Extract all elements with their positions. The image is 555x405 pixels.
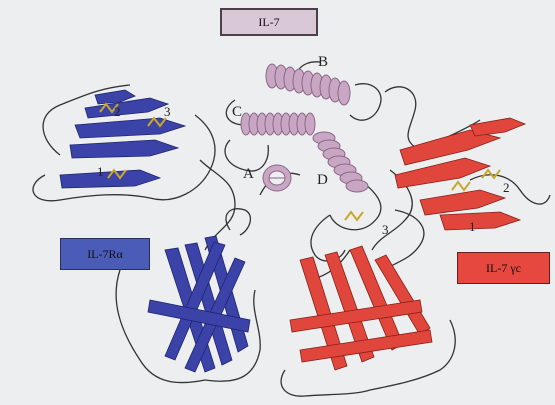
helix-b: [266, 64, 350, 105]
helix-label-c: C: [232, 104, 242, 121]
helix-label-b: B: [318, 54, 328, 71]
gamma-disulfide-1: [452, 182, 470, 190]
helix-label-a: A: [243, 166, 254, 183]
il7r-alpha-label: IL-7Rα: [87, 247, 123, 262]
alpha-ss-num-3: 3: [164, 104, 171, 120]
gamma-ss-num-3: 3: [382, 222, 389, 238]
il7r-alpha-label-box: IL-7Rα: [60, 238, 150, 270]
helix-a: [263, 165, 291, 191]
alpha-ss-num-2: 2: [114, 104, 121, 120]
helix-c: [241, 113, 315, 135]
il7-label-box: IL-7: [220, 8, 318, 36]
gamma-c-label-box: IL-7 γc: [457, 252, 550, 284]
gamma-ss-num-2: 2: [503, 180, 510, 196]
helix-label-d: D: [317, 172, 328, 189]
receptor-gamma-d1: [395, 118, 525, 230]
receptor-alpha-d2: [148, 236, 250, 372]
gamma-disulfide-3: [345, 212, 363, 220]
gamma-ss-num-1: 1: [469, 219, 476, 235]
receptor-gamma-d2: [290, 246, 432, 370]
il7-label: IL-7: [258, 15, 279, 30]
gamma-c-label: IL-7 γc: [486, 261, 521, 276]
gamma-disulfide-2: [482, 170, 500, 178]
il7-helices: [241, 64, 368, 192]
alpha-ss-num-1: 1: [97, 164, 104, 180]
